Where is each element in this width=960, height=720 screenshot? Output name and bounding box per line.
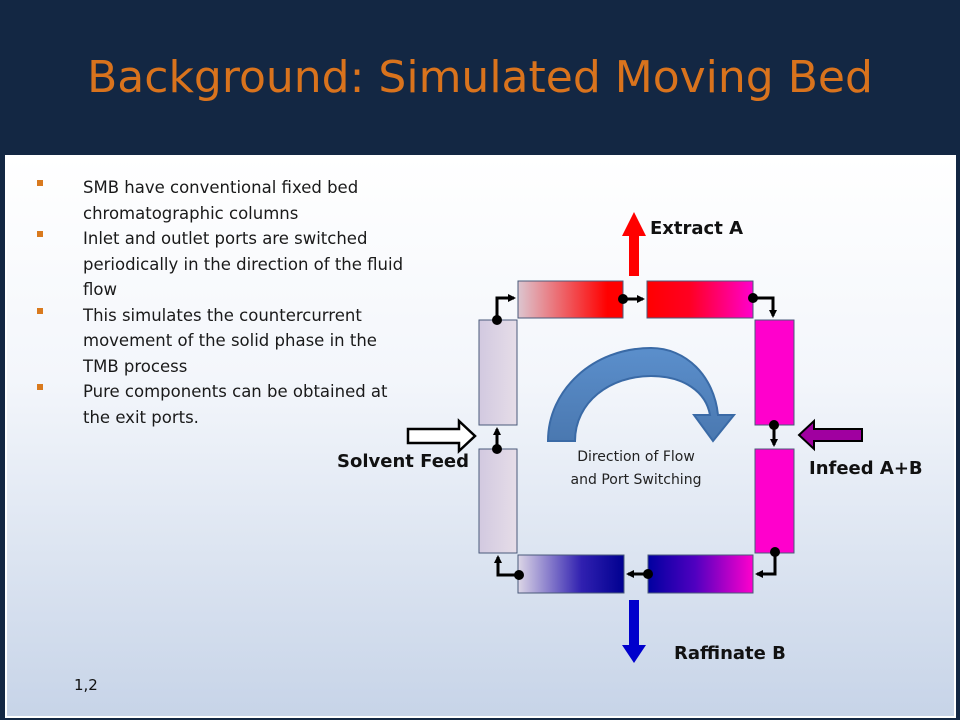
column-top-left — [517, 280, 624, 319]
column-left-lower — [478, 448, 518, 554]
column-top-right — [646, 280, 754, 319]
solvent-feed-label: Solvent Feed — [337, 451, 469, 472]
connector-top — [618, 294, 645, 304]
column-bottom-right — [647, 554, 754, 594]
bullet-item: SMB have conventional fixed bed chromato… — [30, 175, 410, 226]
content-panel — [5, 155, 956, 718]
bullet-item: Pure components can be obtained at the e… — [30, 379, 410, 430]
raffinate-arrow-icon — [622, 600, 646, 663]
column-left-upper — [478, 319, 518, 426]
bullet-item: Inlet and outlet ports are switched peri… — [30, 226, 410, 303]
flow-caption-line-2: and Port Switching — [571, 472, 702, 488]
extract-label: Extract A — [650, 218, 743, 239]
column-right-lower — [754, 448, 795, 554]
extract-arrow-icon — [622, 212, 646, 276]
connector-bottom — [626, 569, 653, 579]
title-bar — [0, 0, 960, 153]
bullet-list: SMB have conventional fixed bed chromato… — [30, 175, 410, 430]
reference-note: 1,2 — [74, 676, 98, 694]
column-right-upper — [754, 319, 795, 426]
connector-bottom-right-corner — [755, 547, 780, 578]
infeed-label: Infeed A+B — [809, 458, 923, 479]
flow-direction-arrow-icon — [546, 346, 737, 443]
solvent-feed-arrow-icon — [406, 418, 477, 454]
connector-bottom-left-corner — [494, 555, 524, 580]
bullet-item: This simulates the countercurrent moveme… — [30, 303, 410, 380]
flow-caption-line-1: Direction of Flow — [577, 449, 695, 465]
raffinate-label: Raffinate B — [674, 643, 786, 664]
connector-top-left-corner — [492, 294, 516, 325]
connector-top-right-corner — [748, 293, 777, 318]
connector-right — [769, 420, 779, 447]
slide-title: Background: Simulated Moving Bed — [87, 52, 873, 103]
column-bottom-left — [517, 554, 625, 594]
infeed-arrow-icon — [797, 418, 863, 452]
connector-left — [492, 427, 502, 454]
